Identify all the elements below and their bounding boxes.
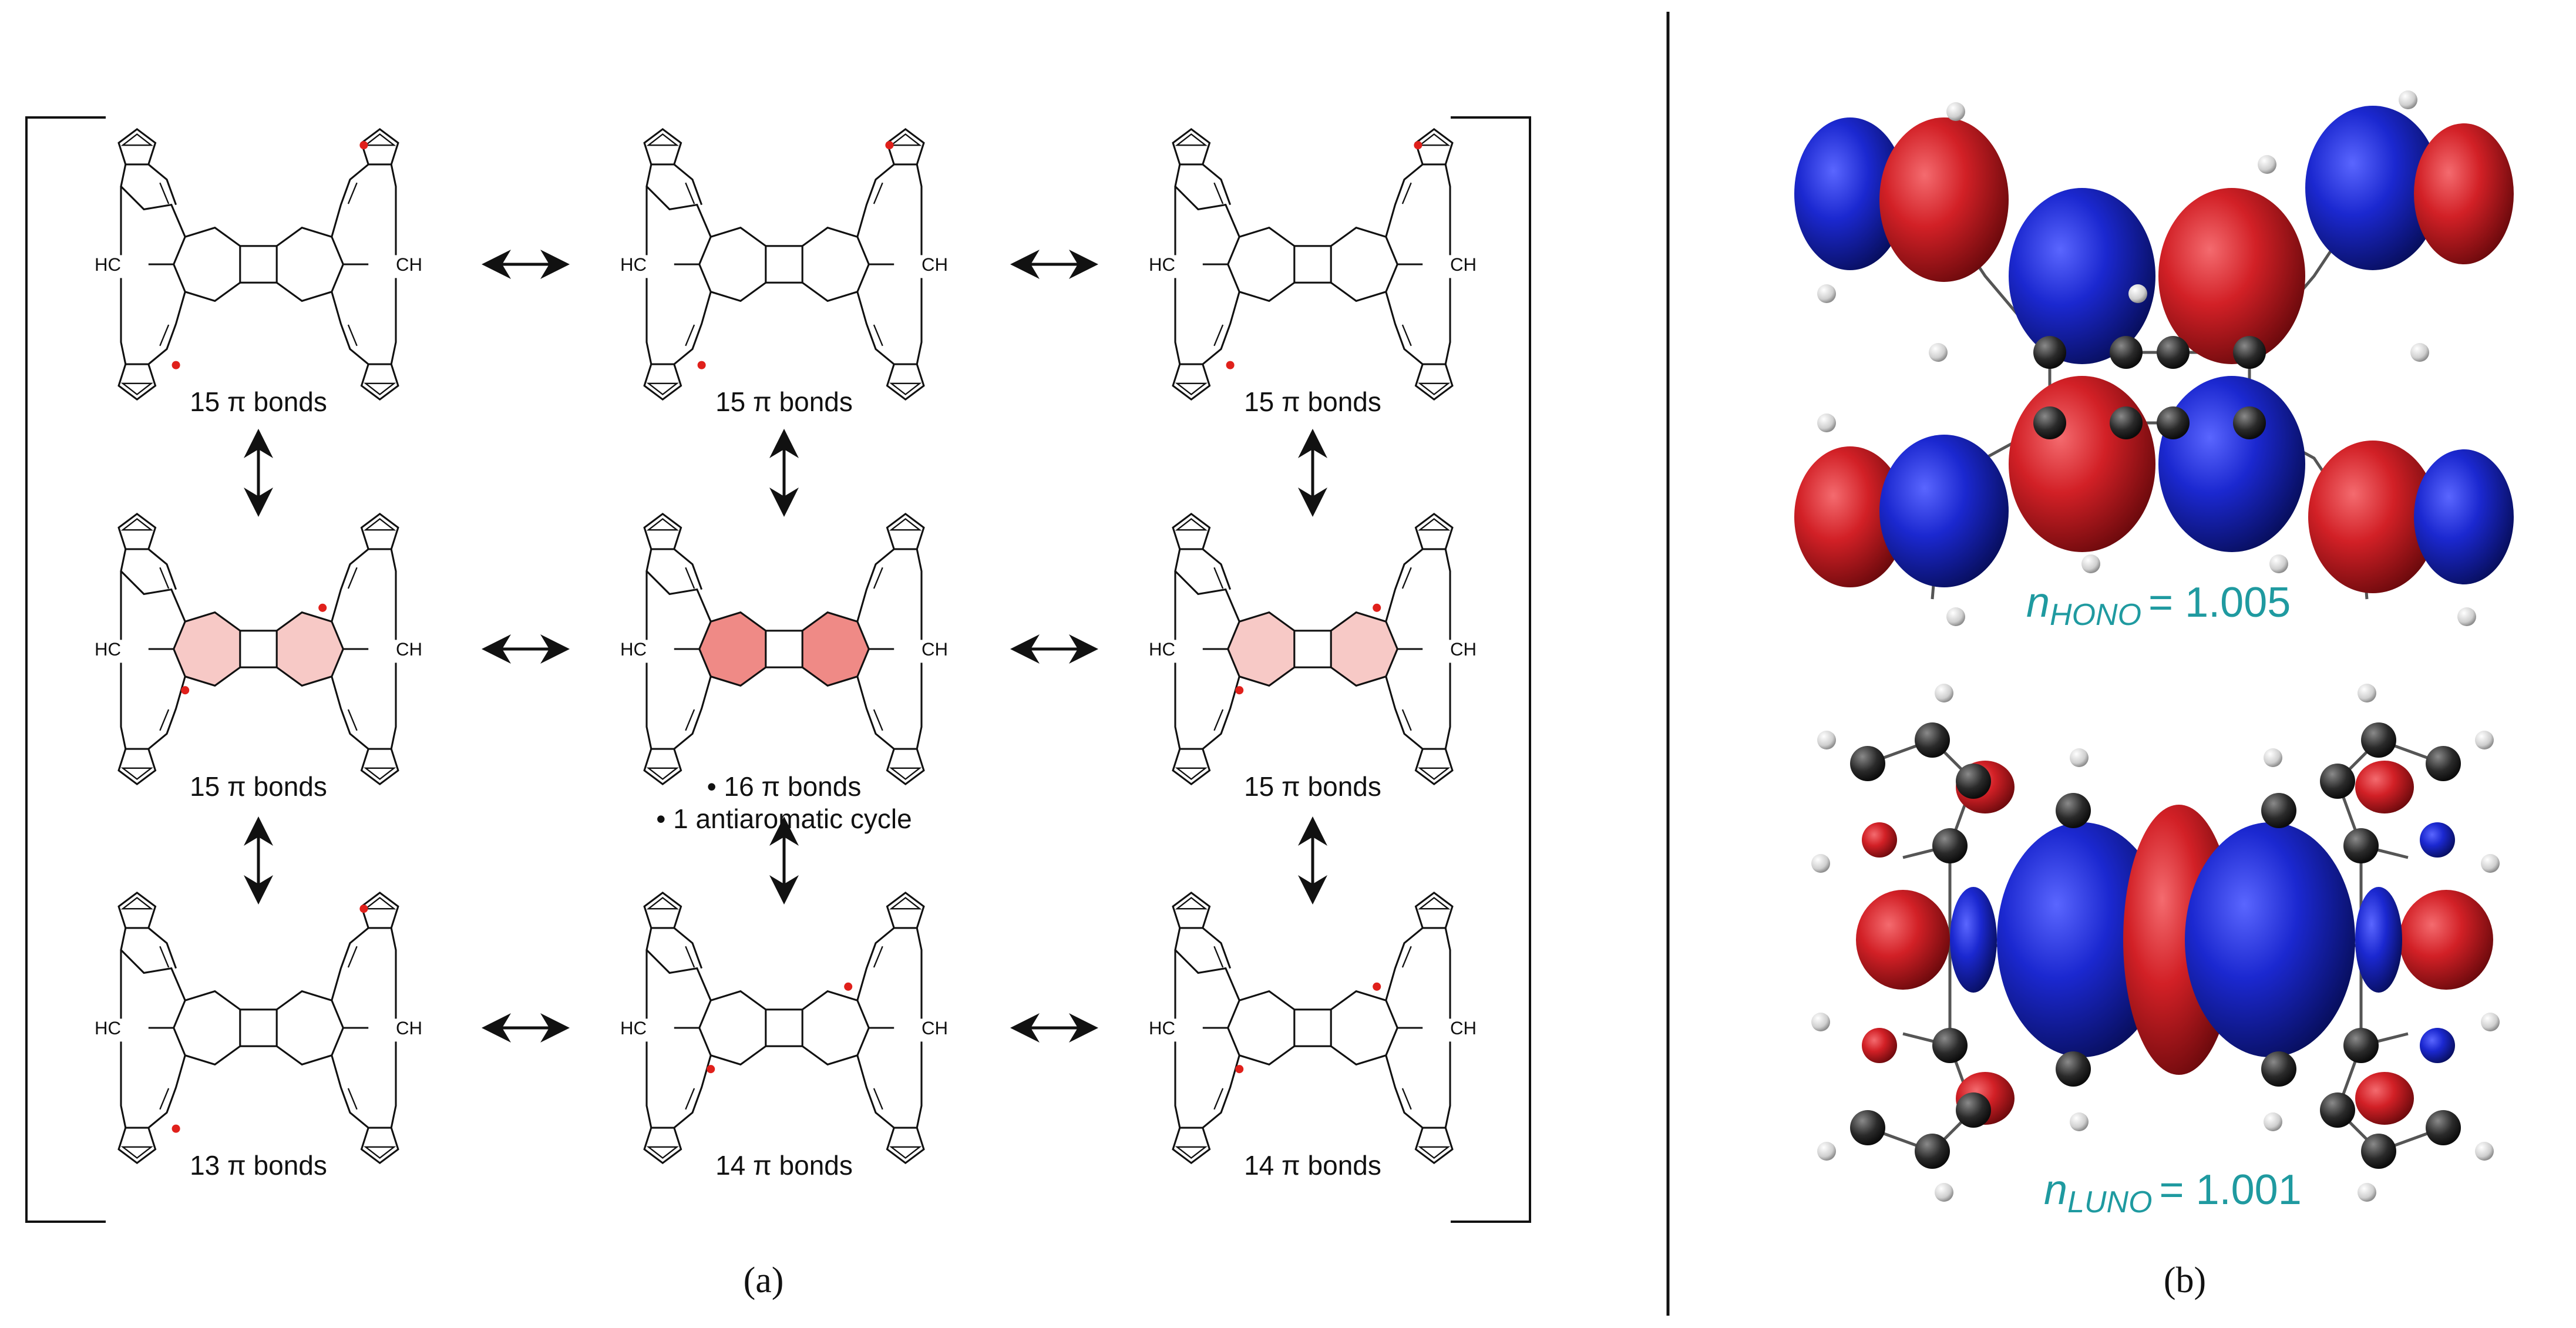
hc-label: HC xyxy=(95,254,121,275)
pi-bond-label: • 16 π bonds xyxy=(707,771,862,802)
resonance-structure: HC CH xyxy=(620,128,948,401)
resonance-structure: HC CH xyxy=(620,892,948,1164)
pi-bond-label: 14 π bonds xyxy=(1244,1150,1381,1181)
hc-label: HC xyxy=(1149,639,1175,660)
resonance-structure: HC CH xyxy=(620,513,948,785)
left-bracket xyxy=(25,116,106,1223)
radical-dot xyxy=(181,686,190,695)
hono-occupation: nHONO= 1.005 xyxy=(2026,579,2291,632)
radical-dot xyxy=(359,141,368,150)
resonance-structure: HC CH xyxy=(1149,892,1477,1164)
ch-label: CH xyxy=(922,1018,948,1038)
hc-label: HC xyxy=(620,1018,647,1038)
resonance-structure: HC CH xyxy=(95,892,422,1164)
hono-orbital-render xyxy=(1794,90,2514,626)
panel-b: nHONO= 1.005 xyxy=(1794,90,2514,1300)
radical-dot xyxy=(844,982,853,991)
radical-dot xyxy=(359,905,368,913)
hc-label: HC xyxy=(1149,254,1175,275)
resonance-structure: HC CH xyxy=(95,513,422,785)
ch-label: CH xyxy=(922,254,948,275)
radical-dot xyxy=(1373,603,1381,612)
hc-label: HC xyxy=(620,254,647,275)
ch-label: CH xyxy=(1450,639,1477,660)
hc-label: HC xyxy=(95,1018,121,1038)
ch-label: CH xyxy=(922,639,948,660)
panel-a-label: (a) xyxy=(744,1260,784,1300)
ch-label: CH xyxy=(396,639,422,660)
ch-label: CH xyxy=(1450,254,1477,275)
radical-dot xyxy=(707,1065,715,1074)
pi-bond-label: 15 π bonds xyxy=(715,386,853,417)
radical-dot xyxy=(885,141,894,150)
resonance-structure: HC CH xyxy=(95,128,422,401)
ch-label: CH xyxy=(396,254,422,275)
radical-dot xyxy=(1226,361,1235,369)
pi-bond-label: 14 π bonds xyxy=(715,1150,853,1181)
radical-dot xyxy=(318,603,327,612)
right-bracket xyxy=(1451,116,1531,1223)
luno-orbital-render xyxy=(1811,684,2500,1202)
pi-bond-label: 15 π bonds xyxy=(190,771,327,802)
ch-label: CH xyxy=(396,1018,422,1038)
pi-bond-label: 13 π bonds xyxy=(190,1150,327,1181)
luno-occupation: nLUNO= 1.001 xyxy=(2044,1166,2302,1219)
radical-dot xyxy=(1235,1065,1244,1074)
hc-label: HC xyxy=(620,639,647,660)
radical-dot xyxy=(1373,982,1381,991)
pi-bond-label: 15 π bonds xyxy=(1244,771,1381,802)
resonance-structure: HC CH xyxy=(1149,513,1477,785)
panel-b-label: (b) xyxy=(2164,1260,2206,1300)
radical-dot xyxy=(171,1124,180,1133)
radical-dot xyxy=(1414,141,1422,150)
resonance-arrows xyxy=(244,250,1327,1043)
ch-label: CH xyxy=(1450,1018,1477,1038)
hc-label: HC xyxy=(1149,1018,1175,1038)
radical-dot xyxy=(697,361,706,369)
radical-dot xyxy=(1235,686,1244,695)
pi-bond-label: 15 π bonds xyxy=(1244,386,1381,417)
radical-dot xyxy=(171,361,180,369)
pi-bond-label: 15 π bonds xyxy=(190,386,327,417)
resonance-structure: HC CH xyxy=(1149,128,1477,401)
hc-label: HC xyxy=(95,639,121,660)
